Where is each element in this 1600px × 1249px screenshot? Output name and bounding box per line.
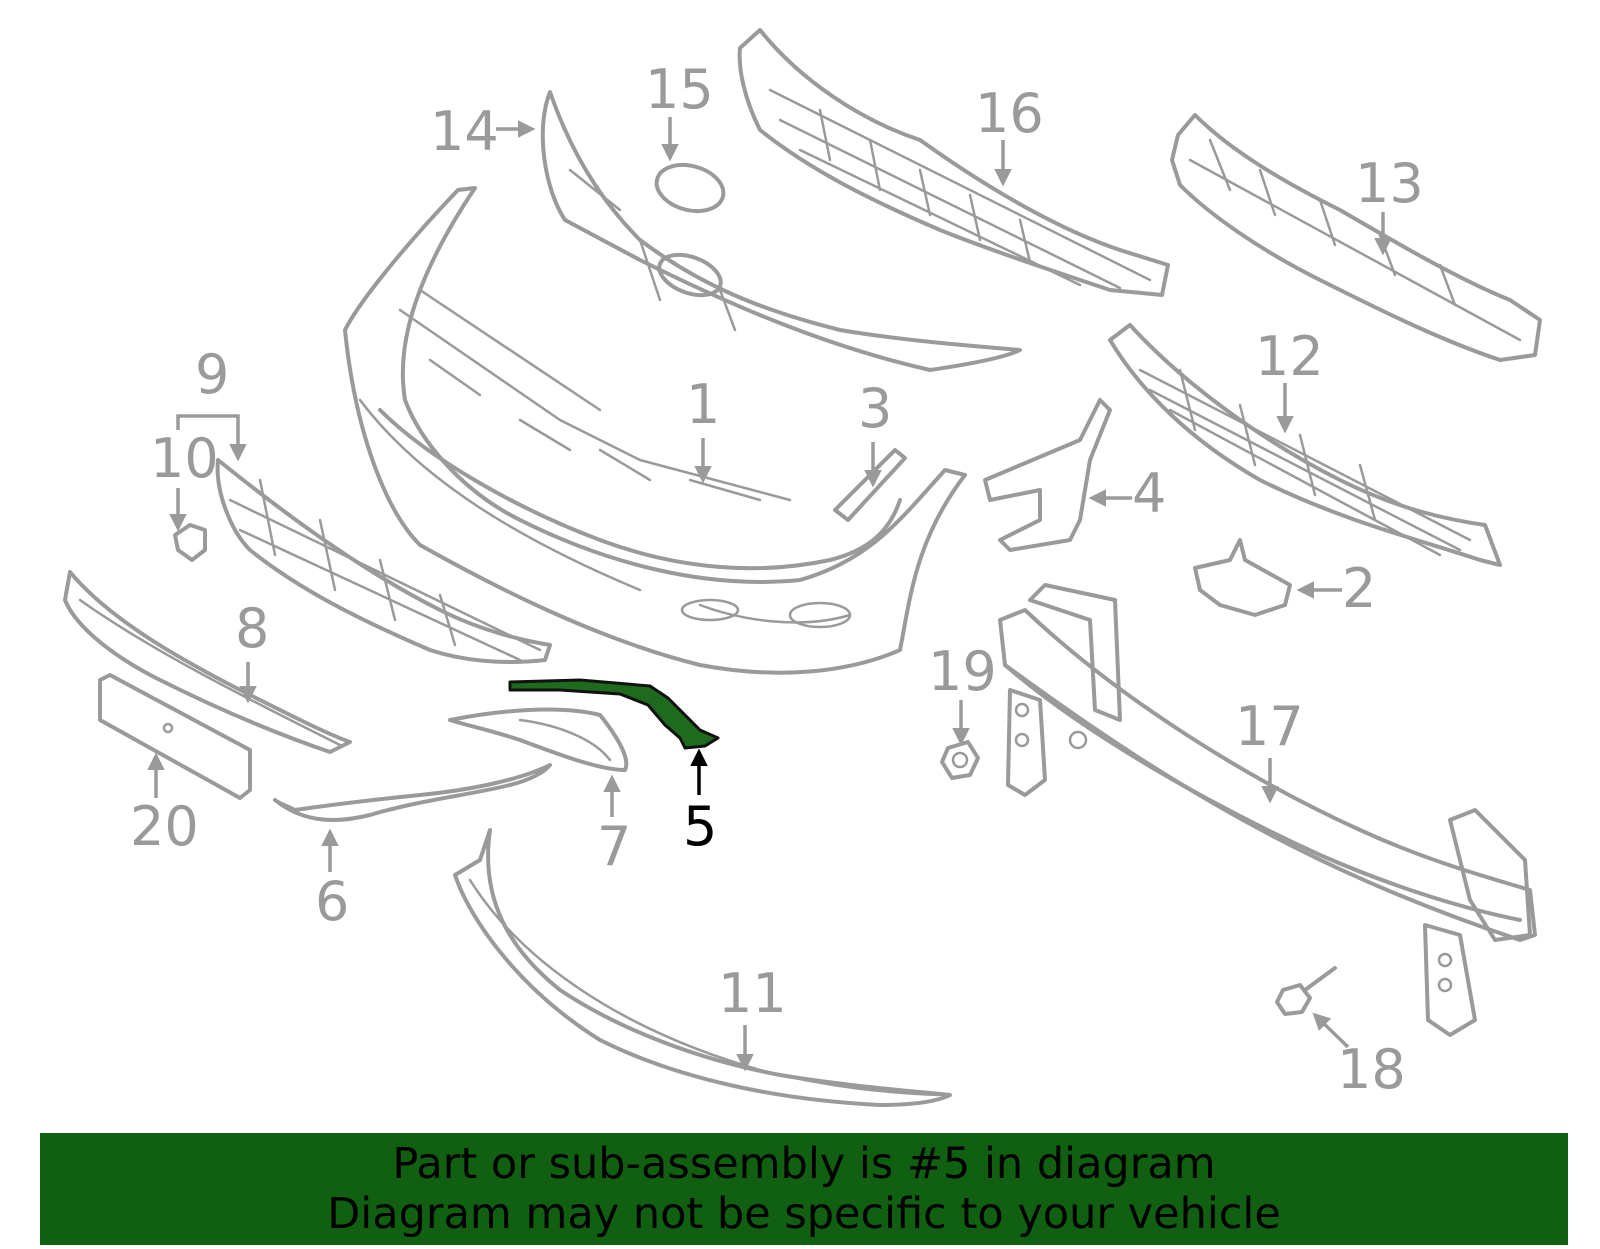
part-13-absorber xyxy=(1170,113,1542,362)
part-9-grille-insert xyxy=(215,458,552,664)
banner-line-2: Diagram may not be specific to your vehi… xyxy=(327,1189,1281,1239)
leader-lines xyxy=(147,117,1392,1072)
callout-6: 6 xyxy=(315,870,349,933)
part-18-bolt xyxy=(1275,966,1337,1016)
part-7-bezel xyxy=(448,707,629,772)
part-14-grille-trim xyxy=(540,90,1022,372)
callout-9: 9 xyxy=(195,343,229,406)
callout-15: 15 xyxy=(645,58,714,121)
part-15-emblem xyxy=(654,162,726,214)
part-5-bracket-highlighted xyxy=(508,678,720,750)
callout-12: 12 xyxy=(1255,325,1324,388)
part-2-small-bracket xyxy=(1193,538,1292,617)
callout-14: 14 xyxy=(430,100,499,163)
callout-1: 1 xyxy=(686,373,720,436)
part-4-side-bracket xyxy=(983,398,1112,552)
part-19-nut xyxy=(940,740,980,780)
callout-18: 18 xyxy=(1337,1038,1406,1101)
callout-17: 17 xyxy=(1235,695,1304,758)
callout-19: 19 xyxy=(928,640,997,703)
banner-line-1: Part or sub-assembly is #5 in diagram xyxy=(392,1139,1216,1189)
callout-7: 7 xyxy=(597,815,631,878)
info-banner: Part or sub-assembly is #5 in diagram Di… xyxy=(40,1133,1568,1245)
callout-5-highlighted: 5 xyxy=(683,795,717,858)
callout-labels: 14 15 16 13 12 1 3 4 2 9 10 8 20 6 7 5 1… xyxy=(130,58,1424,1101)
callout-11: 11 xyxy=(718,962,787,1025)
callout-16: 16 xyxy=(975,82,1044,145)
part-20-plate-bracket xyxy=(98,673,252,800)
callout-10: 10 xyxy=(150,427,219,490)
callout-3: 3 xyxy=(858,377,892,440)
part-16-grille xyxy=(737,28,1170,297)
callout-13: 13 xyxy=(1355,152,1424,215)
part-12-lower-grille xyxy=(1108,323,1502,567)
part-6-trim-strip xyxy=(273,763,552,822)
callout-4: 4 xyxy=(1132,462,1166,525)
callout-20: 20 xyxy=(130,795,199,858)
part-11-spoiler xyxy=(453,828,952,1107)
callout-2: 2 xyxy=(1342,557,1376,620)
part-10-clip xyxy=(173,523,207,562)
part-1-bumper-cover xyxy=(343,186,967,675)
callout-8: 8 xyxy=(235,597,269,660)
part-17-reinforcement-bar xyxy=(998,583,1537,1037)
part-8-trim-strip xyxy=(63,570,352,754)
